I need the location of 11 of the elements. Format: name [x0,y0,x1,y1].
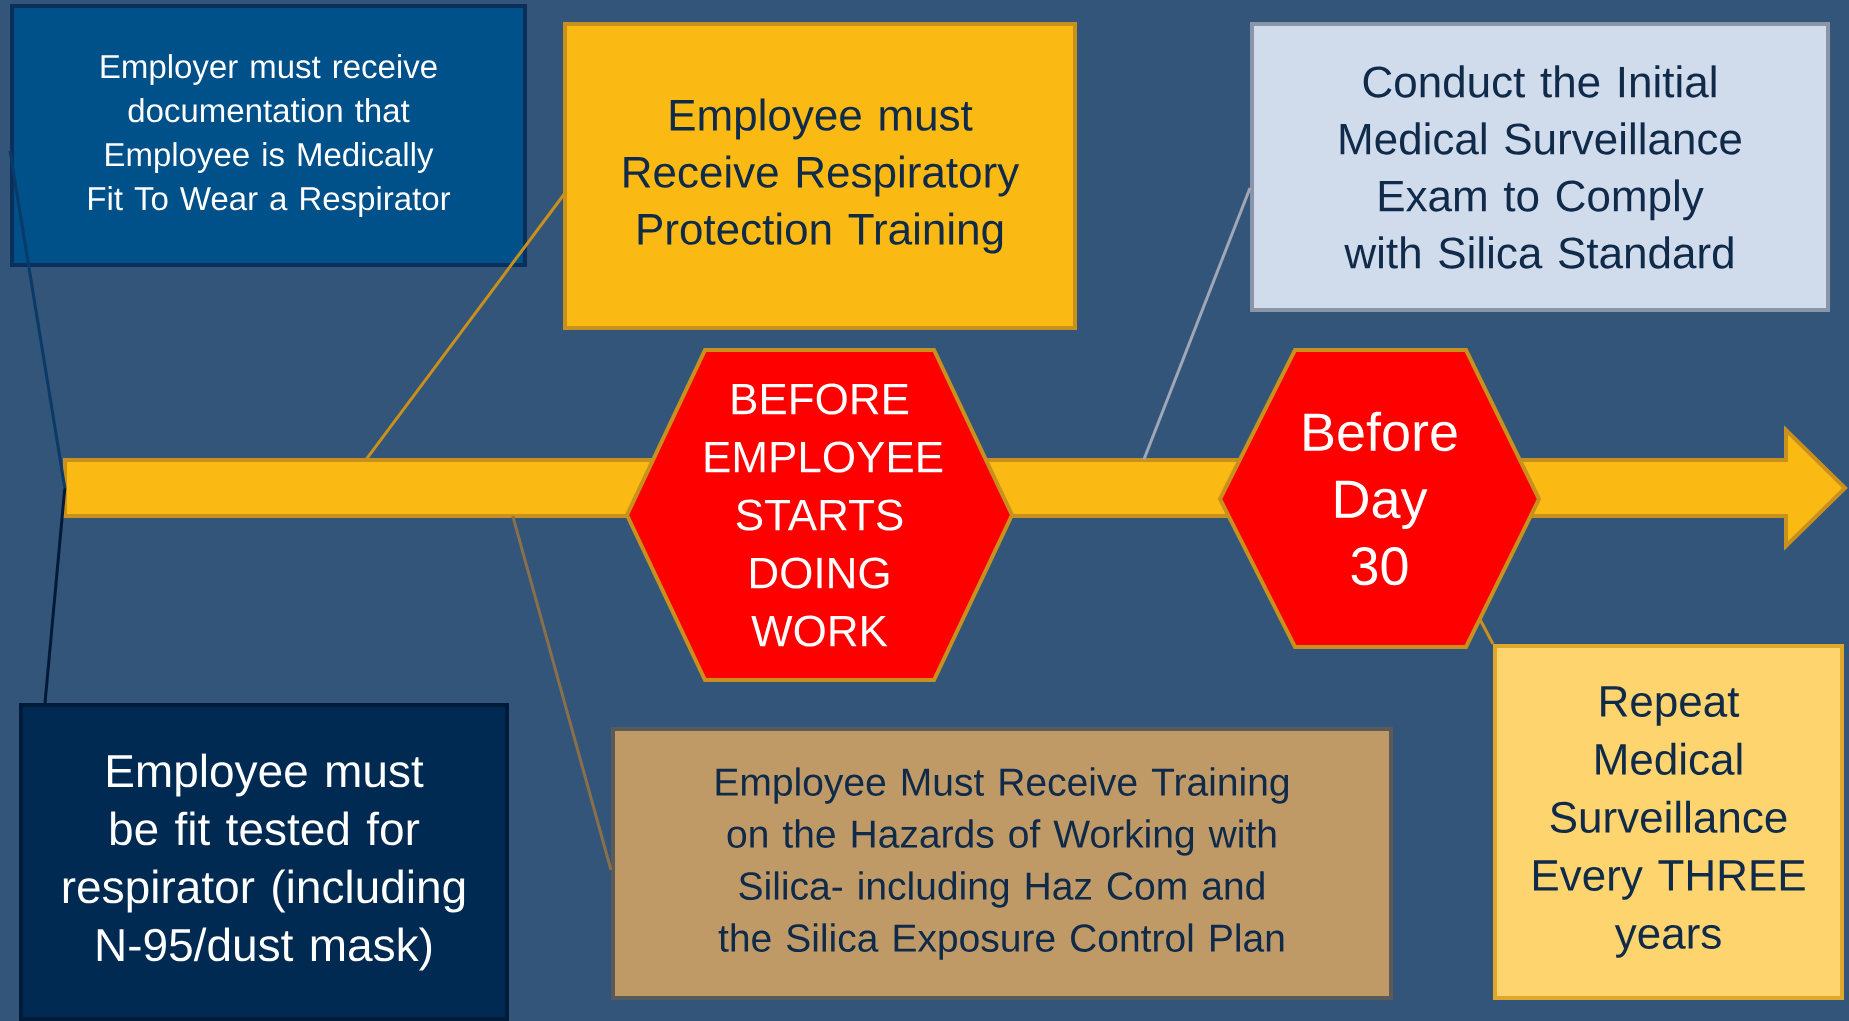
text-box: Repeat Medical Surveillance Every THREE years [1493,644,1844,1000]
text-box: Conduct the Initial Medical Surveillance Exam to Comply with Silica Standard [1250,22,1830,312]
text-box: Employee must be fit tested for respirator (including N-95/dust mask) [19,703,509,1021]
text-box: Employee Must Receive Training on the Hazards of Working with Silica- including Haz Com and the Silica Exposure Control Plan [611,727,1393,1000]
text-box: Employer must receive documentation that Employee is Medically Fit To Wear a Respirator [10,4,527,267]
leader-line [43,487,67,704]
leader-line [1478,617,1495,645]
leader-line [1142,187,1252,461]
text-box: Employee must Receive Respiratory Protection Training [563,22,1077,330]
leader-line [8,150,67,489]
leader-line [511,515,613,871]
